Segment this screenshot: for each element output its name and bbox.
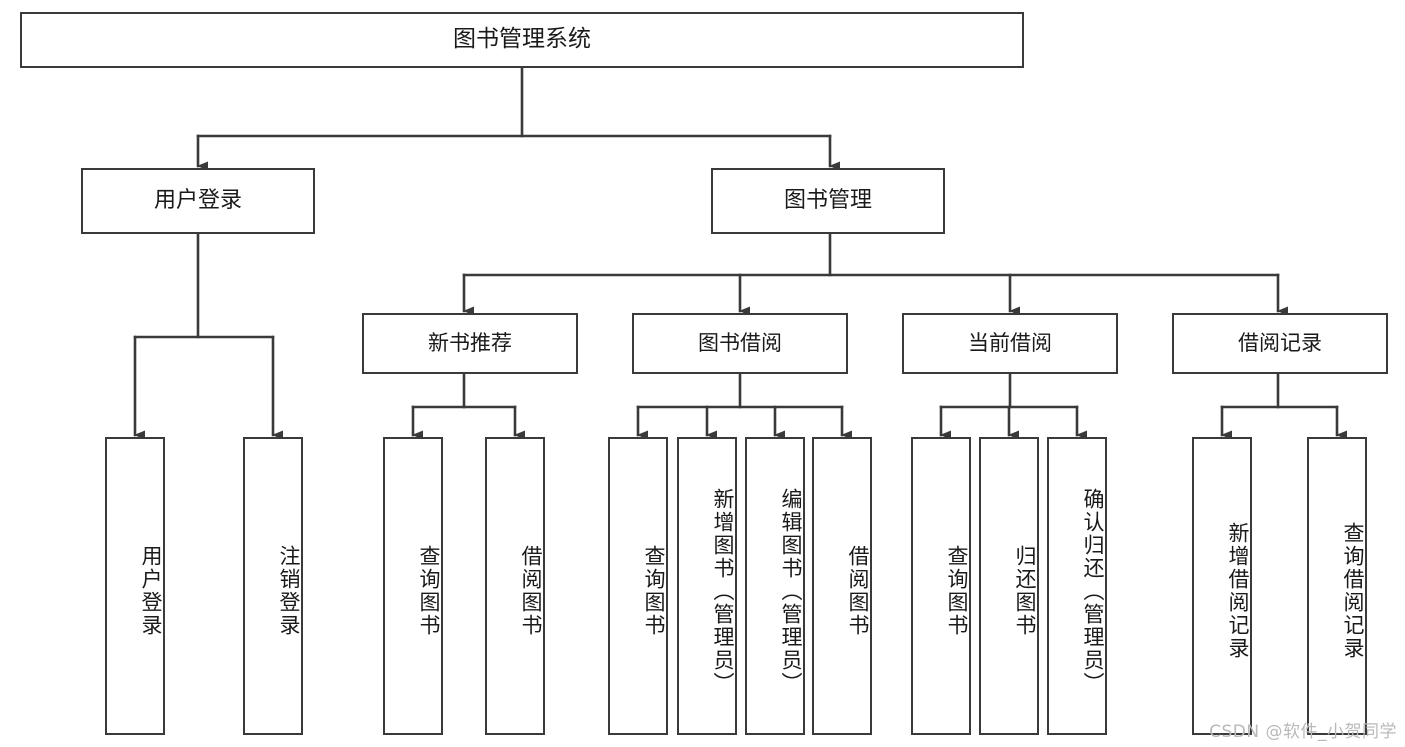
leaf-new-books-1[interactable]: 借阅图书: [485, 437, 545, 735]
leaf-new-books-0[interactable]: 查询图书: [383, 437, 443, 735]
leaf-current-borrow-2-label: 确认归还（管理员）: [1081, 487, 1105, 695]
node-borrow-records[interactable]: 借阅记录: [1172, 313, 1388, 374]
leaf-user-login-1[interactable]: 注销登录: [243, 437, 303, 735]
node-borrow-records-label: 借阅记录: [1238, 331, 1322, 356]
leaf-new-books-1-label: 借阅图书: [519, 545, 543, 637]
leaf-current-borrow-1[interactable]: 归还图书: [979, 437, 1039, 735]
leaf-borrow-records-0[interactable]: 新增借阅记录: [1192, 437, 1252, 735]
leaf-current-borrow-0[interactable]: 查询图书: [911, 437, 971, 735]
leaf-user-login-0-label: 用户登录: [139, 545, 163, 637]
node-current-borrow-label: 当前借阅: [968, 331, 1052, 356]
node-book-borrow-label: 图书借阅: [698, 331, 782, 356]
leaf-user-login-1-label: 注销登录: [277, 545, 301, 637]
node-book-management[interactable]: 图书管理: [711, 168, 945, 234]
leaf-book-borrow-3[interactable]: 借阅图书: [812, 437, 872, 735]
leaf-book-borrow-1-label: 新增图书（管理员）: [711, 487, 735, 695]
node-user-login-label: 用户登录: [153, 188, 242, 214]
node-root[interactable]: 图书管理系统: [20, 12, 1024, 68]
node-root-label: 图书管理系统: [453, 26, 591, 53]
node-book-management-label: 图书管理: [783, 188, 872, 214]
leaf-current-borrow-2[interactable]: 确认归还（管理员）: [1047, 437, 1107, 735]
leaf-book-borrow-3-label: 借阅图书: [846, 545, 870, 637]
node-current-borrow[interactable]: 当前借阅: [902, 313, 1118, 374]
leaf-book-borrow-2-label: 编辑图书（管理员）: [779, 487, 803, 695]
leaf-current-borrow-1-label: 归还图书: [1013, 545, 1037, 637]
leaf-book-borrow-0-label: 查询图书: [642, 545, 666, 637]
leaf-new-books-0-label: 查询图书: [417, 545, 441, 637]
leaf-user-login-0[interactable]: 用户登录: [105, 437, 165, 735]
node-new-book-recommend[interactable]: 新书推荐: [362, 313, 578, 374]
leaf-book-borrow-0[interactable]: 查询图书: [608, 437, 668, 735]
leaf-borrow-records-1[interactable]: 查询借阅记录: [1307, 437, 1367, 735]
leaf-book-borrow-1[interactable]: 新增图书（管理员）: [677, 437, 737, 735]
leaf-borrow-records-0-label: 新增借阅记录: [1226, 522, 1250, 660]
leaf-current-borrow-0-label: 查询图书: [945, 545, 969, 637]
leaf-borrow-records-1-label: 查询借阅记录: [1341, 522, 1365, 660]
leaf-book-borrow-2[interactable]: 编辑图书（管理员）: [745, 437, 805, 735]
node-user-login[interactable]: 用户登录: [81, 168, 315, 234]
node-new-book-recommend-label: 新书推荐: [428, 331, 512, 356]
node-book-borrow[interactable]: 图书借阅: [632, 313, 848, 374]
